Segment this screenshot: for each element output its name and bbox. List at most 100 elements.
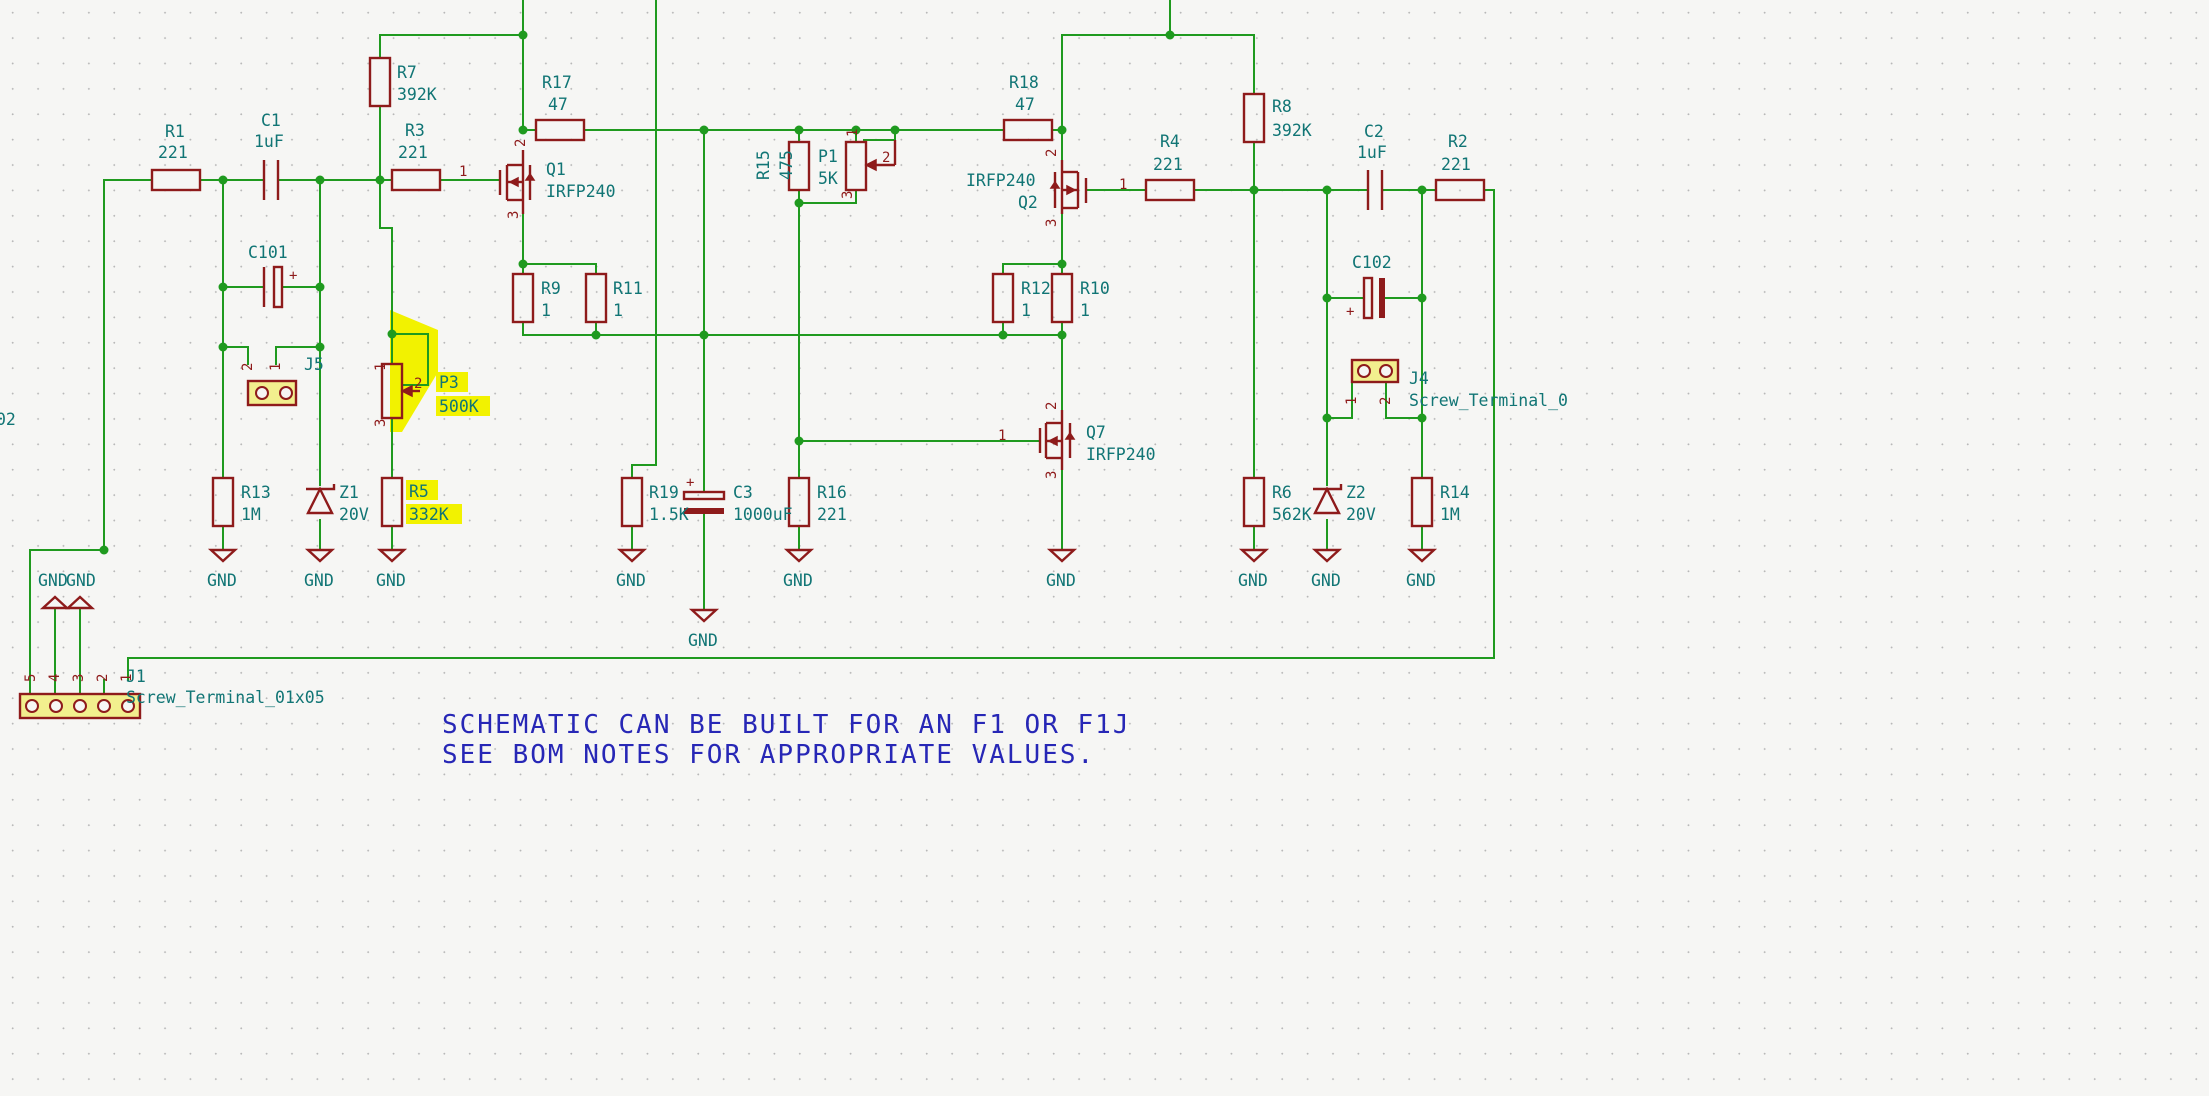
label-p1-value: 5K [818,169,838,188]
highlight-p3-ref [436,372,468,392]
svg-text:1: 1 [459,164,467,180]
svg-text:2: 2 [414,376,422,392]
zener-z1 [306,486,334,515]
label-c101-ref: C101 [248,243,288,262]
svg-text:3: 3 [1044,219,1060,227]
label-r5-ref: R5 [409,482,429,501]
svg-text:2: 2 [1044,402,1060,410]
label-j1-value: Screw_Terminal_01x05 [126,688,325,707]
resistor-r14 [1410,476,1434,528]
label-r12-ref: R12 [1021,279,1051,298]
resistor-r1 [150,168,202,192]
schematic-canvas: 1 2 3 1 2 3 1 2 3 1 2 3 1 2 3 2 1 1 2 5 … [0,0,1568,770]
label-c1-value: 1uF [254,132,284,151]
svg-text:+: + [1346,304,1354,320]
resistor-r6 [1242,476,1266,528]
zener-diodes [306,484,1343,515]
svg-text:1: 1 [268,363,284,371]
svg-text:GND: GND [207,571,237,590]
schematic-note: SCHEMATIC CAN BE BUILT FOR AN F1 OR F1J … [442,710,1128,770]
svg-text:3: 3 [840,191,856,199]
label-z1-ref: Z1 [339,483,359,502]
label-r3-ref: R3 [405,121,425,140]
label-r4-value: 221 [1153,155,1183,174]
label-r2-ref: R2 [1448,132,1468,151]
label-p3-value: 500K [439,397,479,416]
svg-text:2: 2 [882,150,890,166]
svg-text:GND: GND [1046,571,1076,590]
svg-text:GND: GND [783,571,813,590]
label-j4-ref: J4 [1409,369,1429,388]
svg-text:GND: GND [1311,571,1341,590]
label-r5-value: 332K [409,505,449,524]
note-line-2: SEE BOM NOTES FOR APPROPRIATE VALUES. [442,740,1095,770]
gnd-labels: GND GND GND GND GND GND GND GND GND GND … [38,571,1436,650]
label-q2-value: IRFP240 [966,171,1036,190]
label-c1-ref: C1 [261,111,281,130]
resistor-r7 [368,56,392,108]
svg-text:3: 3 [71,674,87,682]
junctions [99,30,1427,555]
label-r13-ref: R13 [241,483,271,502]
label-r9-ref: R9 [541,279,561,298]
ground-symbols [39,548,1438,623]
resistor-r18 [1002,118,1054,142]
label-c2-value: 1uF [1357,143,1387,162]
svg-text:3: 3 [1044,471,1060,479]
svg-text:GND: GND [1238,571,1268,590]
label-r7-ref: R7 [397,63,417,82]
resistor-r4 [1144,178,1196,202]
label-r14-value: 1M [1440,505,1460,524]
highlight-r5-value [406,504,462,524]
label-p1-ref: P1 [818,147,838,166]
svg-text:5: 5 [23,674,39,682]
svg-text:2: 2 [513,139,529,147]
capacitors [262,160,1385,514]
svg-text:GND: GND [688,631,718,650]
mosfet-q2 [1049,160,1088,214]
mosfets [498,150,1088,470]
resistor-r13 [211,476,235,528]
resistor-r8 [1242,92,1266,144]
svg-text:GND: GND [376,571,406,590]
svg-text:GND: GND [304,571,334,590]
svg-text:3: 3 [506,211,522,219]
label-r13-value: 1M [241,505,261,524]
pot-p1-wiper [864,158,877,172]
pot-p1-body [844,140,868,192]
label-r19-value: 1.5K [649,505,689,524]
label-r1-value: 221 [158,143,188,162]
highlight-p3-value [436,396,490,416]
label-r15-value: 475 [777,150,796,180]
mosfet-q1 [498,150,536,214]
svg-text:1: 1 [845,129,861,137]
label-r8-ref: R8 [1272,97,1292,116]
label-r17-value: 47 [548,95,568,114]
label-r9-value: 1 [541,301,551,320]
svg-text:1: 1 [1119,177,1127,193]
terminals [18,358,1400,720]
label-r15-ref: R15 [754,150,773,180]
label-z2-ref: Z2 [1346,483,1366,502]
svg-text:1: 1 [119,674,135,682]
resistor-r19 [620,476,644,528]
svg-text:2: 2 [1378,397,1394,405]
label-r16-value: 221 [817,505,847,524]
svg-text:2: 2 [240,363,256,371]
svg-text:GND: GND [1406,571,1436,590]
label-r18-ref: R18 [1009,73,1039,92]
label-c3-ref: C3 [733,483,753,502]
capacitor-c3-plate-pos [682,490,726,501]
label-j1-ref: J1 [126,667,146,686]
label-r10-value: 1 [1080,301,1090,320]
label-r6-ref: R6 [1272,483,1292,502]
label-r3-value: 221 [398,143,428,162]
label-r17-ref: R17 [542,73,572,92]
svg-text:1: 1 [373,363,389,371]
resistor-r2 [1434,178,1486,202]
svg-text:1: 1 [1344,397,1360,405]
svg-text:2: 2 [1044,149,1060,157]
label-r8-value: 392K [1272,121,1312,140]
resistor-r15 [787,140,811,192]
resistors [150,56,1486,528]
